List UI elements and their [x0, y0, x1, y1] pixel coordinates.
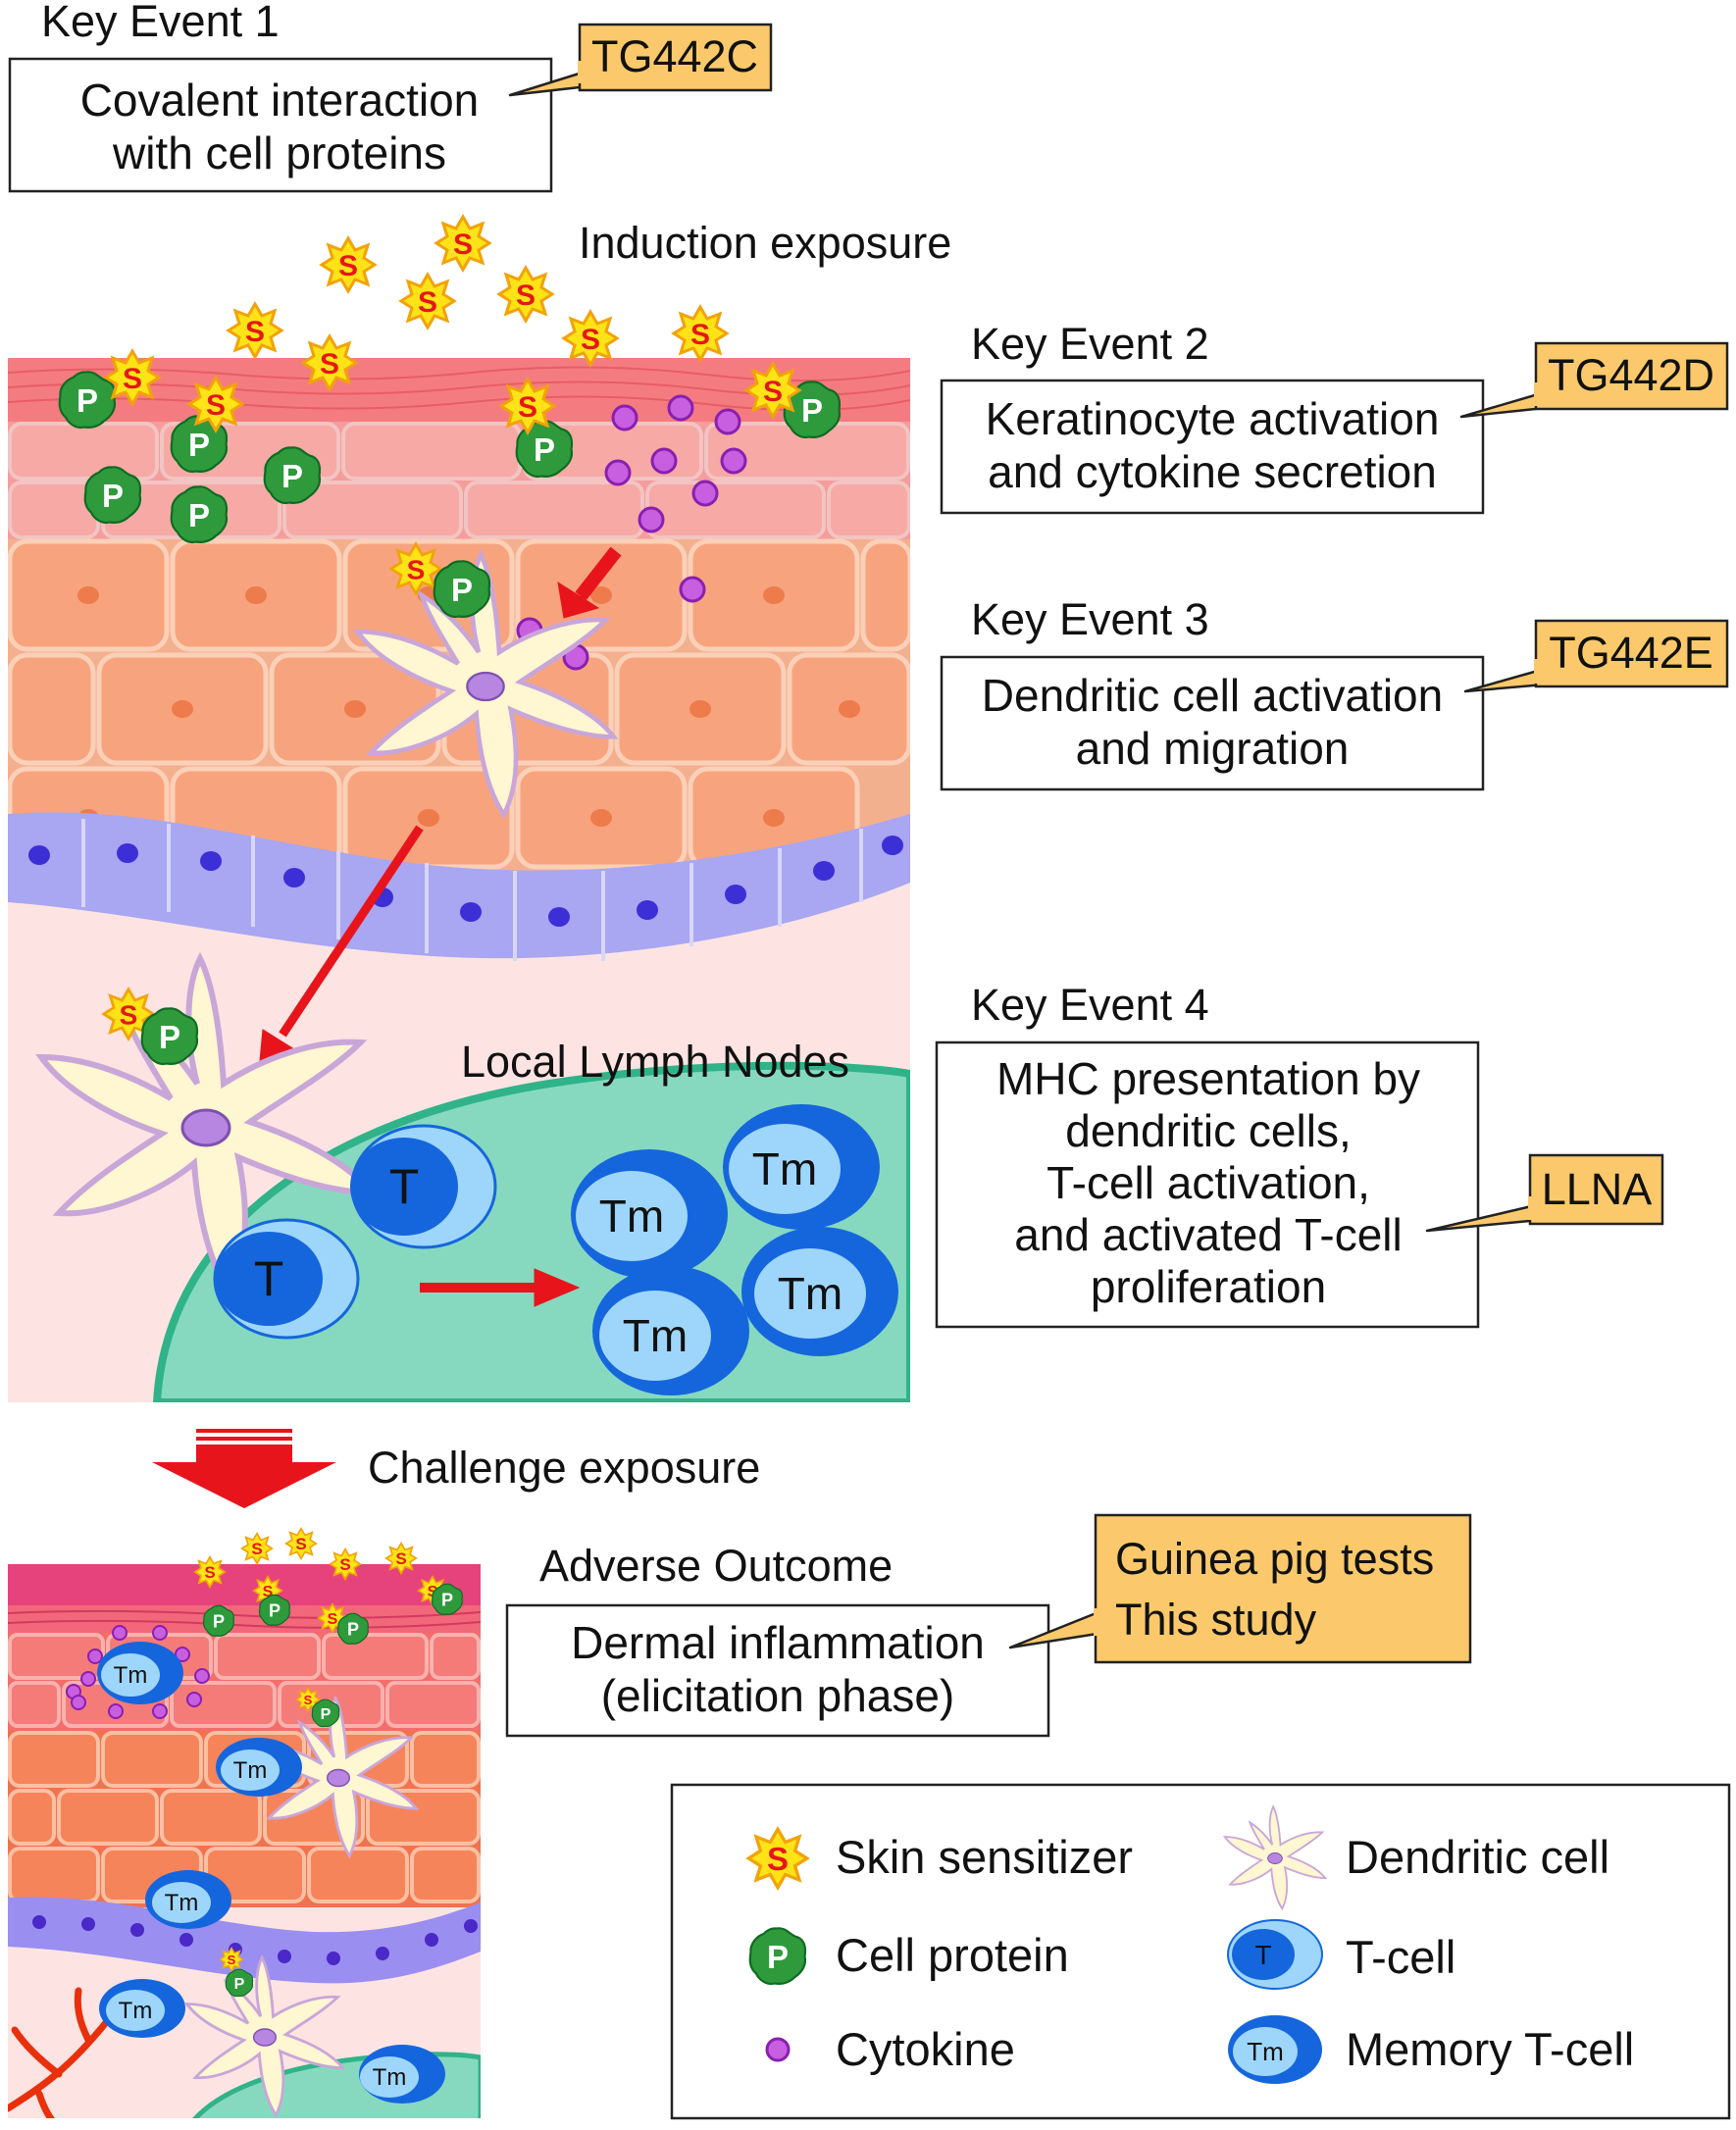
sensitizer-icon [746, 1827, 809, 1890]
legend-item-memory: Tm Memory T-cell [1228, 2015, 1634, 2084]
induction-label: Induction exposure [579, 218, 951, 268]
svg-text:Tm: Tm [1247, 2037, 1284, 2066]
test-tag: LLNA [1542, 1164, 1653, 1214]
test-tag: TG442D [1548, 350, 1714, 400]
key-event-text-line: proliferation [1091, 1261, 1326, 1312]
svg-text:T: T [389, 1159, 420, 1214]
key-event-text-line: Dendritic cell activation [982, 670, 1443, 721]
key-event-text-line: Covalent interaction [80, 75, 480, 126]
legend-item-dendritic: Dendritic cell [1223, 1805, 1609, 1910]
test-tag: TG442C [591, 31, 758, 81]
key-event-heading: Key Event 4 [971, 980, 1209, 1030]
svg-text:Tm: Tm [165, 1890, 199, 1916]
legend-label: Cytokine [836, 2023, 1015, 2075]
svg-text:T: T [1254, 1940, 1271, 1970]
key-event-heading: Key Event 2 [971, 319, 1209, 369]
legend-label: Memory T-cell [1346, 2023, 1634, 2075]
legend-label: Dendritic cell [1346, 1831, 1609, 1883]
challenge-skin-illustration: Tm Tm Tm Tm Tm [8, 1527, 481, 2118]
legend: Skin sensitizer Dendritic cell Cell prot… [670, 1783, 1731, 2120]
key-event-2: Key Event 2 Keratinocyte activation and … [940, 319, 1729, 515]
key-event-text-line: and activated T-cell [1014, 1209, 1403, 1260]
memory-t-cell: Tm [741, 1227, 898, 1356]
key-event-3: Key Event 3 Dendritic cell activation an… [940, 594, 1729, 791]
key-event-text-line: with cell proteins [112, 127, 446, 178]
challenge-arrow [152, 1429, 336, 1508]
memory-t-cell: Tm [723, 1104, 880, 1230]
legend-label: Cell protein [836, 1929, 1069, 1981]
key-event-heading: Key Event 1 [41, 0, 280, 46]
adverse-outcome-text-line: Dermal inflammation [571, 1617, 985, 1668]
key-event-1: Key Event 1 Covalent interaction with ce… [8, 0, 773, 193]
svg-text:Tm: Tm [752, 1143, 817, 1194]
svg-text:Tm: Tm [373, 2064, 407, 2091]
svg-text:Tm: Tm [114, 1662, 148, 1689]
legend-label: T-cell [1346, 1931, 1455, 1983]
legend-item-protein: Cell protein [748, 1927, 1069, 1986]
key-event-text-line: and cytokine secretion [988, 446, 1437, 497]
memory-t-cell: Tm [592, 1266, 749, 1395]
svg-text:Tm: Tm [233, 1757, 268, 1784]
key-event-text-line: T-cell activation, [1047, 1157, 1370, 1208]
legend-item-sensitizer: Skin sensitizer [746, 1827, 1133, 1890]
t-cell: T [350, 1124, 497, 1249]
test-tag: TG442E [1549, 628, 1713, 678]
cytokine-icon [765, 2037, 791, 2062]
key-event-text-line: Keratinocyte activation [986, 393, 1440, 444]
adverse-outcome-heading: Adverse Outcome [539, 1541, 893, 1591]
t-cell: T [213, 1218, 360, 1340]
legend-item-tcell: T T-cell [1227, 1919, 1455, 1990]
svg-text:Tm: Tm [599, 1191, 664, 1242]
adverse-outcome-text-line: (elicitation phase) [601, 1670, 955, 1721]
svg-text:T: T [254, 1251, 284, 1306]
cell-protein-icon [748, 1927, 807, 1986]
legend-item-cytokine: Cytokine [765, 2023, 1015, 2075]
memory-t-cell: Tm [571, 1149, 728, 1279]
legend-label: Skin sensitizer [836, 1831, 1133, 1883]
adverse-outcome: Adverse Outcome Dermal inflammation (eli… [505, 1513, 1472, 1738]
svg-text:Tm: Tm [623, 1310, 688, 1361]
key-event-heading: Key Event 3 [971, 594, 1209, 644]
test-tag: This study [1115, 1595, 1317, 1645]
svg-text:Tm: Tm [778, 1268, 842, 1319]
key-event-4: Key Event 4 MHC presentation by dendriti… [935, 980, 1664, 1329]
lymph-node-cells: T T Tm Tm Tm Tm [213, 1104, 898, 1395]
key-event-text-line: and migration [1076, 723, 1350, 774]
challenge-label: Challenge exposure [368, 1443, 760, 1493]
key-event-text-line: MHC presentation by [996, 1053, 1420, 1104]
key-event-text-line: dendritic cells, [1065, 1105, 1351, 1156]
lymph-nodes-label: Local Lymph Nodes [461, 1037, 849, 1087]
test-tag: Guinea pig tests [1115, 1534, 1434, 1584]
cytokines [516, 394, 747, 671]
svg-text:Tm: Tm [119, 1998, 153, 2024]
